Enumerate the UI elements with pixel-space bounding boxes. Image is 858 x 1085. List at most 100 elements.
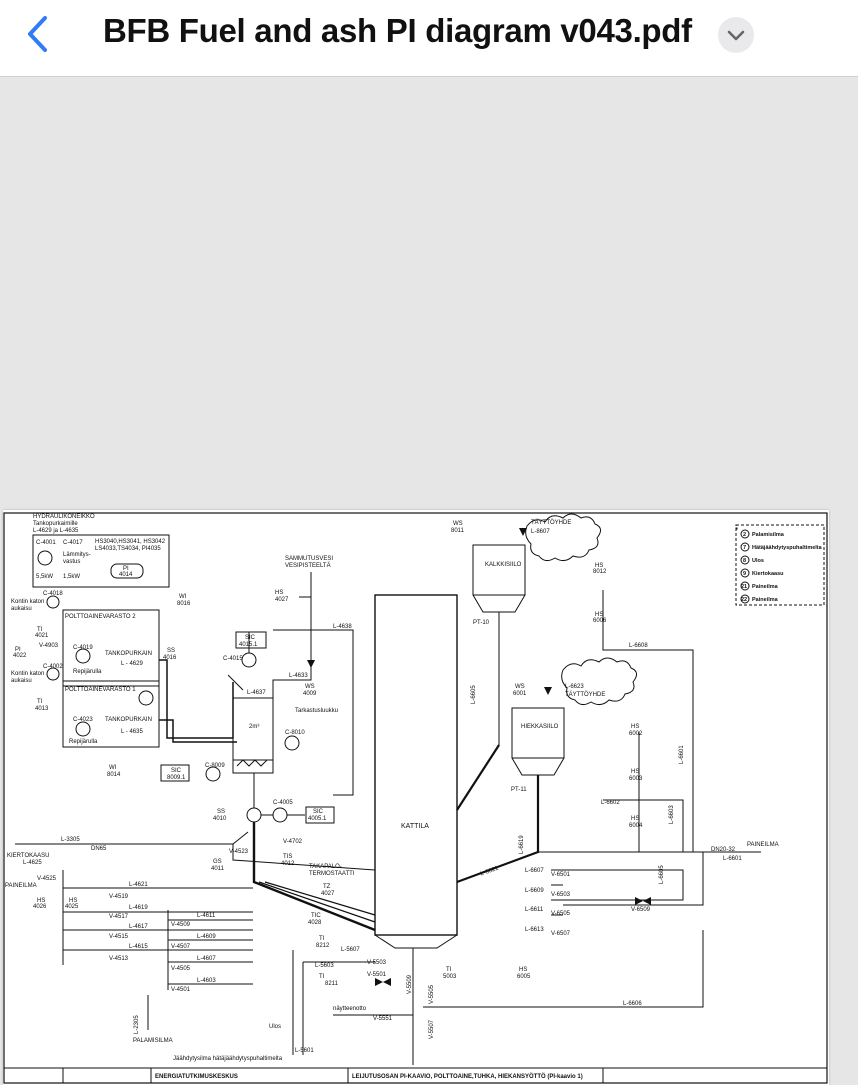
pdf-page[interactable]: HYDRAULIKONEIKKO Tankopurkaimille L-4629… — [3, 510, 829, 1085]
label-ws8011: WS — [453, 521, 463, 527]
label-l5607: L-5607 — [341, 947, 360, 953]
label-tz4027: TZ — [323, 884, 331, 890]
label-nayte: näytteenotto — [333, 1006, 367, 1012]
titleblock-doc: LEIJUTUSOSAN PI-KAAVIO, POLTTOAINE,TUHKA… — [352, 1073, 583, 1080]
label-l4611: L-4611 — [197, 913, 216, 919]
label-jaahdytysilma: Jäähdytysilma hätäjäähdytyspuhaltimelta — [173, 1056, 283, 1062]
label-v4519: V-4519 — [109, 894, 129, 900]
label-tankopurkain2: TANKOPURKAIN — [105, 717, 152, 723]
label-p2: 1,5kW — [63, 574, 80, 580]
label-hs8012: HS — [595, 563, 603, 569]
label-hs6006n: 6006 — [593, 618, 607, 624]
legend-item: 7 Hätäjäähdytyspuhaltimelta — [740, 542, 823, 552]
label-l6608: L-6608 — [629, 643, 648, 649]
label-hs6002: HS — [631, 724, 639, 730]
label-c4002: C-4002 — [43, 664, 63, 670]
svg-text:Paineilma: Paineilma — [752, 597, 779, 603]
label-l4617: L-4617 — [129, 924, 148, 930]
label-c4018: C-4018 — [43, 591, 63, 597]
label-v5505: V-5505 — [429, 984, 435, 1004]
label-ss4016: SS — [167, 648, 175, 654]
label-v4702: V-4702 — [283, 839, 303, 845]
label-wi8014: WI — [109, 765, 117, 771]
label-ws4009n: 4009 — [303, 691, 317, 697]
label-hs6003: HS — [631, 769, 639, 775]
svg-text:9: 9 — [743, 571, 746, 577]
label-hs4025n: 4025 — [65, 904, 79, 910]
legend-item: 2 Palamisilma — [740, 529, 785, 539]
label-kattila: KATTILA — [401, 823, 429, 830]
label-hs6002n: 6002 — [629, 731, 643, 737]
label-l6609: L-6609 — [525, 888, 544, 894]
label-hs4026n: 4026 — [33, 904, 47, 910]
label-pt11: PT-11 — [511, 787, 527, 793]
label-v5507: V-5507 — [429, 1019, 435, 1039]
titleblock-org: ENERGIATUTKIMUSKESKUS — [155, 1074, 238, 1080]
label-pi-num: 4014 — [119, 572, 133, 578]
label-kontin2: Kontin katon — [11, 671, 44, 677]
label-ti4021: TI — [37, 627, 43, 633]
label-l3305: L-3305 — [61, 837, 80, 843]
label-c4017: C-4017 — [63, 540, 83, 546]
label-hs6004n: 6004 — [629, 823, 643, 829]
label-hiekkasiilo: HIEKKASIILO — [521, 724, 559, 730]
label-l6621: L-6621 — [480, 865, 500, 877]
label-sammutus2: VESIPISTEELTÄ — [285, 562, 331, 569]
label-p1: 5,5kW — [36, 574, 53, 580]
label-l4619: L-4619 — [129, 905, 148, 911]
label-v5509: V-5509 — [407, 974, 413, 994]
label-hs6005: HS — [519, 967, 527, 973]
label-l5601: L-5601 — [295, 1048, 314, 1054]
label-l5603: L-5603 — [315, 963, 334, 969]
label-hs4025: HS — [69, 898, 77, 904]
label-repijarulla1: Repijärulla — [73, 669, 102, 675]
label-heater2: vastus — [63, 559, 80, 565]
label-ws8011n: 8011 — [451, 528, 465, 534]
label-v4513: V-4513 — [109, 956, 129, 962]
svg-text:Palamisilma: Palamisilma — [752, 532, 785, 538]
label-v4525: V-4525 — [37, 876, 57, 882]
title-menu-button[interactable] — [718, 17, 754, 53]
label-v4507: V-4507 — [171, 944, 191, 950]
label-l4615: L-4615 — [129, 944, 148, 950]
label-ulos: Ulos — [269, 1024, 281, 1030]
label-l6603-vertical: L-6603 — [669, 805, 675, 824]
svg-text:8: 8 — [743, 558, 746, 564]
label-l6607: L-6607 — [525, 868, 544, 874]
label-l4625: L-4625 — [23, 860, 42, 866]
label-hs6006: HS — [595, 612, 603, 618]
label-kiertokaasu: KIERTOKAASU — [7, 853, 49, 859]
label-wi8016: WI — [179, 594, 187, 600]
label-v6501: V-6501 — [551, 872, 571, 878]
svg-text:22: 22 — [741, 597, 747, 603]
label-l6623: L-6623 — [565, 684, 584, 690]
label-paineilma-left: PAINEILMA — [5, 883, 37, 889]
svg-text:2: 2 — [743, 532, 746, 538]
back-button[interactable] — [18, 12, 62, 56]
label-v4501: V-4501 — [171, 987, 191, 993]
label-kontin1: Kontin katon — [11, 599, 44, 605]
label-l4637: L-4637 — [247, 690, 266, 696]
label-l6605-vertical: L-6605 — [471, 685, 477, 704]
label-ss4010: SS — [217, 809, 225, 815]
label-l6601-vertical: L-6601 — [679, 745, 685, 764]
label-v4505: V-4505 — [171, 966, 191, 972]
label-sic8009n: 8009.1 — [167, 775, 186, 781]
label-ti5003: TI — [446, 967, 452, 973]
label-ti4013: TI — [37, 699, 43, 705]
label-ss4016n: 4016 — [163, 655, 177, 661]
label-hs6005n: 6005 — [517, 974, 531, 980]
label-ti8211n: 8211 — [325, 981, 339, 987]
label-c4023: C-4023 — [73, 717, 93, 723]
label-varasto1: POLTTOAINEVARASTO 1 — [65, 687, 136, 693]
label-tarkastus: Tarkastusluukku — [295, 708, 338, 714]
label-varasto2: POLTTOAINEVARASTO 2 — [65, 614, 136, 620]
svg-text:Hätäjäähdytyspuhaltimelta: Hätäjäähdytyspuhaltimelta — [752, 545, 823, 551]
label-l4633: L-4633 — [289, 673, 308, 679]
svg-text:21: 21 — [741, 584, 747, 590]
label-repijarulla2: Repijärulla — [69, 739, 98, 745]
label-tis4012: TIS — [283, 854, 292, 860]
label-aukaisu2: aukaisu — [11, 678, 32, 684]
label-palamisilma: PALAMISILMA — [133, 1038, 173, 1044]
label-ti4013n: 4013 — [35, 706, 49, 712]
